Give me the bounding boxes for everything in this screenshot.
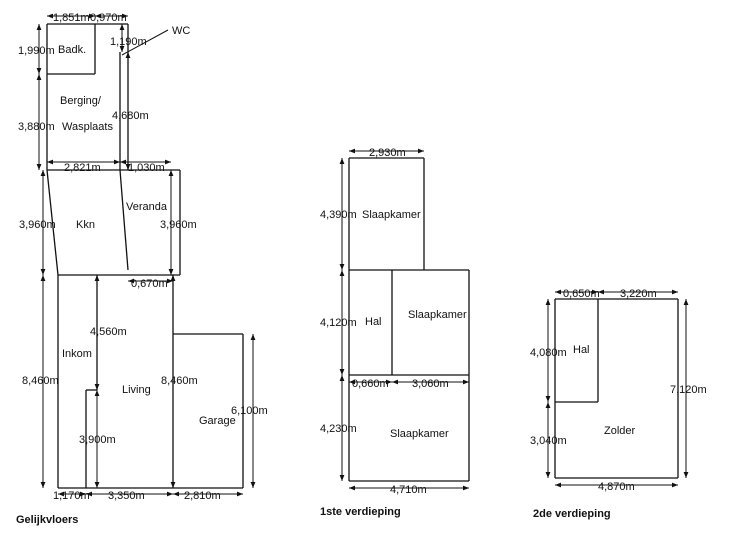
wc-pointer-line <box>121 29 169 56</box>
dim-label-hall-height: 4,560m <box>90 326 127 338</box>
dim-label-veranda-width: 1,030m <box>128 162 165 174</box>
room-label-wc: WC <box>172 25 190 37</box>
dim-label-wc-height: 1,190m <box>110 36 147 48</box>
dim-label-living-right-height: 8,460m <box>161 375 198 387</box>
dim-label-inkom-width: 1,170m <box>53 490 90 502</box>
first-floor-walls <box>348 157 470 482</box>
room-label-hal-first: Hal <box>365 316 382 328</box>
dim-label-kkn-height: 3,960m <box>19 219 56 231</box>
dim-label-second-zolder-width: 3,220m <box>620 288 657 300</box>
dim-label-living-width: 3,350m <box>108 490 145 502</box>
dim-label-badk-width: 1,851m <box>53 12 90 24</box>
dim-label-first-hal-width: 0,660m <box>352 378 389 390</box>
dim-label-kkn-width: 2,821m <box>64 162 101 174</box>
dim-label-second-hal-width: 0,650m <box>563 288 600 300</box>
room-label-berging-line2: Wasplaats <box>62 121 113 133</box>
first-floor-plan: Slaapkamer Hal Slaapkamer Slaapkamer 2,9… <box>320 147 470 518</box>
ground-floor-plan: Badk. WC Berging/ Wasplaats Kkn Veranda … <box>16 12 268 526</box>
room-label-slaapkamer-top: Slaapkamer <box>362 209 421 221</box>
first-floor-dimension-lines <box>339 148 469 491</box>
room-label-living: Living <box>122 384 151 396</box>
dim-label-badk-height: 1,990m <box>18 45 55 57</box>
dim-label-second-lower-height: 3,040m <box>530 435 567 447</box>
room-label-zolder: Zolder <box>604 425 636 437</box>
floor-title-ground: Gelijkvloers <box>16 514 78 526</box>
room-label-berging-line1: Berging/ <box>60 95 102 107</box>
dim-label-second-hal-height: 4,080m <box>530 347 567 359</box>
dim-label-first-mid-height: 4,120m <box>320 317 357 329</box>
dim-label-inkom-height: 8,460m <box>22 375 59 387</box>
second-floor-walls <box>554 298 679 479</box>
dim-label-second-bottom-width: 4,870m <box>598 481 635 493</box>
dim-label-garage-width: 2,810m <box>184 490 221 502</box>
second-floor-plan: Hal Zolder 0,650m 3,220m 4,080m 3,040m 7… <box>530 288 707 520</box>
dim-label-first-mid-width: 3,060m <box>412 378 449 390</box>
dim-label-first-top-width: 2,930m <box>369 147 406 159</box>
second-floor-dimension-lines <box>545 289 689 488</box>
dim-label-berging-height: 3,880m <box>18 121 55 133</box>
dim-label-first-bottom-width: 4,710m <box>390 484 427 496</box>
dim-label-garage-height: 6,100m <box>231 405 268 417</box>
floor-title-first: 1ste verdieping <box>320 506 401 518</box>
room-label-kkn: Kkn <box>76 219 95 231</box>
room-label-veranda: Veranda <box>126 201 168 213</box>
dim-label-first-bottom-height: 4,230m <box>320 423 357 435</box>
dim-label-first-top-height: 4,390m <box>320 209 357 221</box>
room-label-garage: Garage <box>199 415 236 427</box>
dim-label-veranda-bottom: 0,670m <box>131 278 168 290</box>
room-label-inkom: Inkom <box>62 348 92 360</box>
room-label-slaapkamer-bottom: Slaapkamer <box>390 428 449 440</box>
dim-label-wc-width: 0,970m <box>90 12 127 24</box>
floor-title-second: 2de verdieping <box>533 508 611 520</box>
ground-floor-dimension-lines <box>36 13 256 497</box>
dim-label-living-lower-height: 3,900m <box>79 434 116 446</box>
dim-label-second-total-height: 7,120m <box>670 384 707 396</box>
dim-label-veranda-height: 3,960m <box>160 219 197 231</box>
room-label-hal-second: Hal <box>573 344 590 356</box>
dim-label-berging-right-height: 4,680m <box>112 110 149 122</box>
room-label-slaapkamer-mid: Slaapkamer <box>408 309 467 321</box>
room-label-badk: Badk. <box>58 44 86 56</box>
